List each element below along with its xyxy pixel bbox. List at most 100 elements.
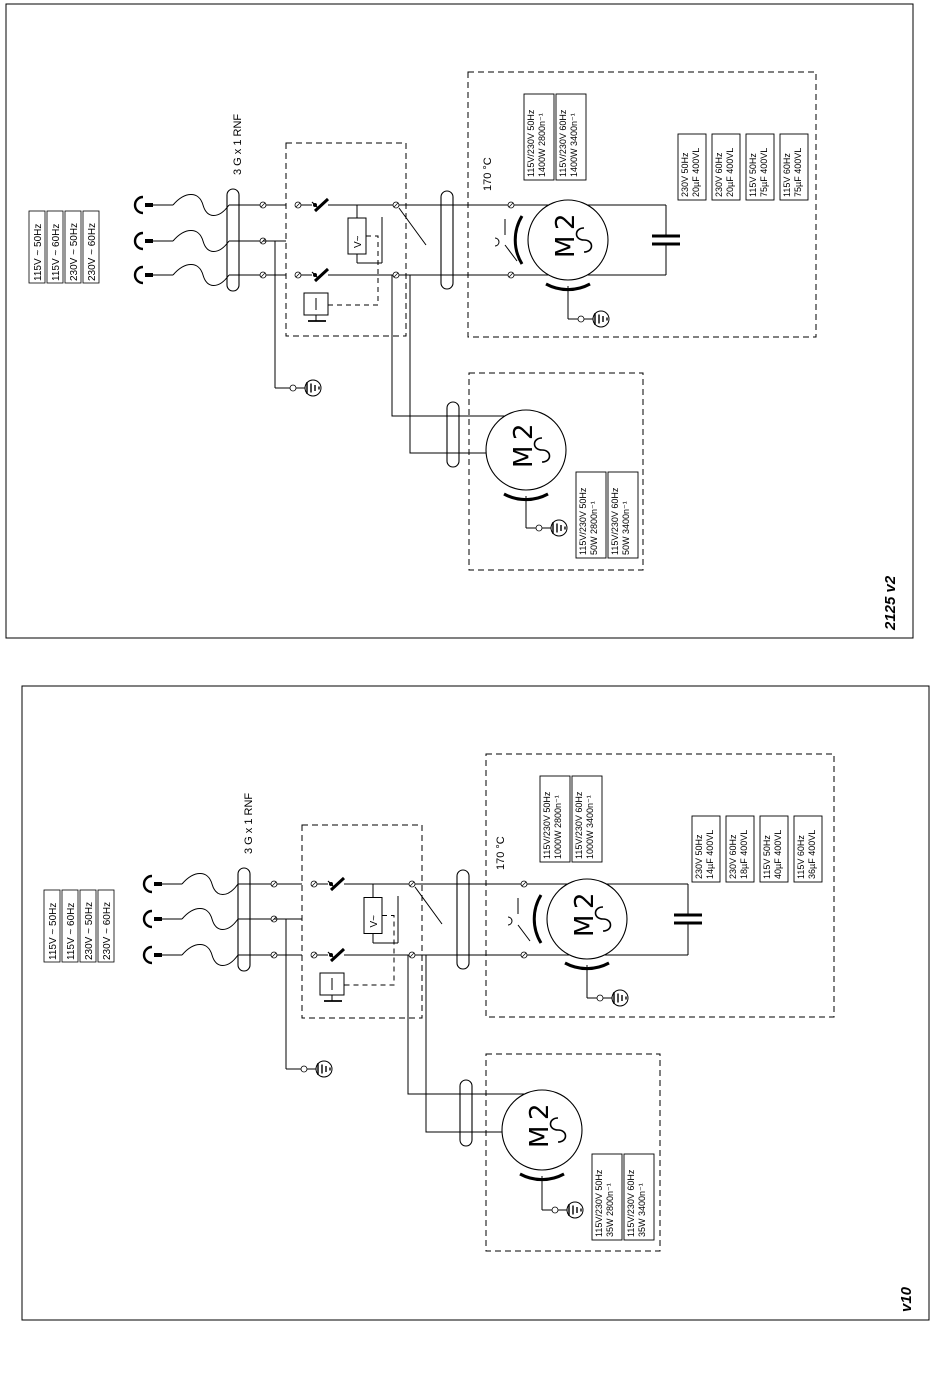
motor-bracket bbox=[513, 215, 524, 265]
spec-frame bbox=[523, 93, 555, 181]
diagram-tag: v10 bbox=[898, 1286, 915, 1312]
terminal bbox=[408, 880, 416, 888]
wave-icon bbox=[575, 227, 593, 253]
terminal bbox=[270, 951, 278, 959]
wire bbox=[311, 881, 317, 887]
cable-loop bbox=[172, 230, 230, 252]
ground-icon bbox=[551, 1201, 584, 1219]
motor-label: M bbox=[509, 446, 539, 468]
spec-frame bbox=[793, 815, 823, 883]
spec-frame bbox=[677, 133, 707, 201]
motor-symbol: M2 bbox=[546, 878, 628, 960]
label: V~ bbox=[369, 915, 380, 928]
label: 115V 60Hz bbox=[796, 835, 806, 879]
spec-frame bbox=[711, 133, 741, 201]
wire bbox=[504, 244, 518, 262]
label: 115V ~ 50Hz bbox=[48, 903, 59, 960]
motor-symbol: M2 bbox=[527, 199, 609, 281]
spec-frame bbox=[779, 133, 809, 201]
label: 1400W 3400n⁻¹ bbox=[569, 113, 579, 177]
terminal bbox=[507, 271, 515, 279]
wave-icon bbox=[549, 1117, 567, 1143]
diagram-tag: 2125 v2 bbox=[882, 575, 899, 631]
small-motor-box bbox=[468, 372, 644, 571]
plug-arc bbox=[142, 874, 153, 894]
label: 1000W 2800n⁻¹ bbox=[553, 795, 563, 859]
label: 1400W 2800n⁻¹ bbox=[537, 113, 547, 177]
label: 115V/230V 50Hz bbox=[594, 1169, 604, 1237]
terminal bbox=[392, 271, 400, 279]
spec-frame bbox=[539, 775, 571, 863]
label: 3 G x 1 RNF bbox=[243, 793, 255, 854]
terminal bbox=[270, 880, 278, 888]
label: 18µF 400VL bbox=[739, 830, 749, 879]
motor-circle bbox=[485, 409, 567, 491]
supply-box bbox=[82, 210, 100, 284]
relay-link bbox=[344, 915, 395, 986]
diagram-frame bbox=[21, 685, 930, 1321]
supply-box bbox=[61, 889, 79, 963]
label: 230V ~ 60Hz bbox=[87, 223, 98, 281]
motor-label: M bbox=[570, 915, 600, 937]
plug-pin bbox=[145, 273, 153, 277]
wire bbox=[311, 201, 319, 209]
label: 230V 60Hz bbox=[728, 834, 738, 879]
wire bbox=[311, 952, 317, 958]
spec-frame bbox=[555, 93, 587, 181]
plug-arc bbox=[142, 945, 153, 965]
label: 115V 50Hz bbox=[762, 835, 772, 879]
wire bbox=[327, 951, 335, 959]
label: 20µF 400VL bbox=[691, 148, 701, 197]
spec-frame bbox=[623, 1153, 655, 1241]
cable-loop bbox=[181, 908, 239, 930]
terminal-ring bbox=[300, 1065, 308, 1073]
supply-box bbox=[64, 210, 82, 284]
label: 230V ~ 60Hz bbox=[102, 902, 113, 960]
wire bbox=[508, 272, 514, 278]
plug-icon bbox=[142, 874, 162, 894]
plug-icon bbox=[142, 909, 162, 929]
label: 230V ~ 50Hz bbox=[84, 902, 95, 960]
plug-pin bbox=[154, 953, 162, 957]
label: 36µF 400VL bbox=[807, 830, 817, 879]
terminal bbox=[520, 880, 528, 888]
label: 115V/230V 60Hz bbox=[610, 487, 620, 555]
wire bbox=[393, 272, 399, 278]
ground-icon bbox=[577, 310, 610, 328]
terminal-ring bbox=[577, 315, 585, 323]
wire bbox=[517, 924, 531, 942]
label: 170 °C bbox=[495, 836, 507, 870]
plug-pin bbox=[154, 917, 162, 921]
terminal bbox=[408, 951, 416, 959]
motor-symbol: M2 bbox=[501, 1089, 583, 1171]
motor-phase: 2 bbox=[525, 1103, 555, 1120]
supply-box bbox=[97, 889, 115, 963]
cable-loop bbox=[172, 264, 230, 286]
plug-pin bbox=[145, 239, 153, 243]
earth-ring bbox=[611, 989, 629, 1007]
earth-ring bbox=[304, 379, 322, 397]
plug-pin bbox=[154, 882, 162, 886]
spec-frame bbox=[691, 815, 721, 883]
earth-ring bbox=[315, 1060, 333, 1078]
wire bbox=[414, 886, 443, 925]
terminal bbox=[294, 201, 302, 209]
earth-ring bbox=[566, 1201, 584, 1219]
plug-icon bbox=[133, 231, 153, 251]
label: 115V/230V 50Hz bbox=[542, 791, 552, 859]
wire bbox=[271, 952, 277, 958]
plug-pin bbox=[145, 203, 153, 207]
cable-clamp bbox=[459, 1079, 473, 1147]
terminal bbox=[310, 951, 318, 959]
motor-circle bbox=[546, 878, 628, 960]
earth-ring bbox=[592, 310, 610, 328]
label: 35W 2800n⁻¹ bbox=[605, 1183, 615, 1237]
wire bbox=[393, 202, 399, 208]
